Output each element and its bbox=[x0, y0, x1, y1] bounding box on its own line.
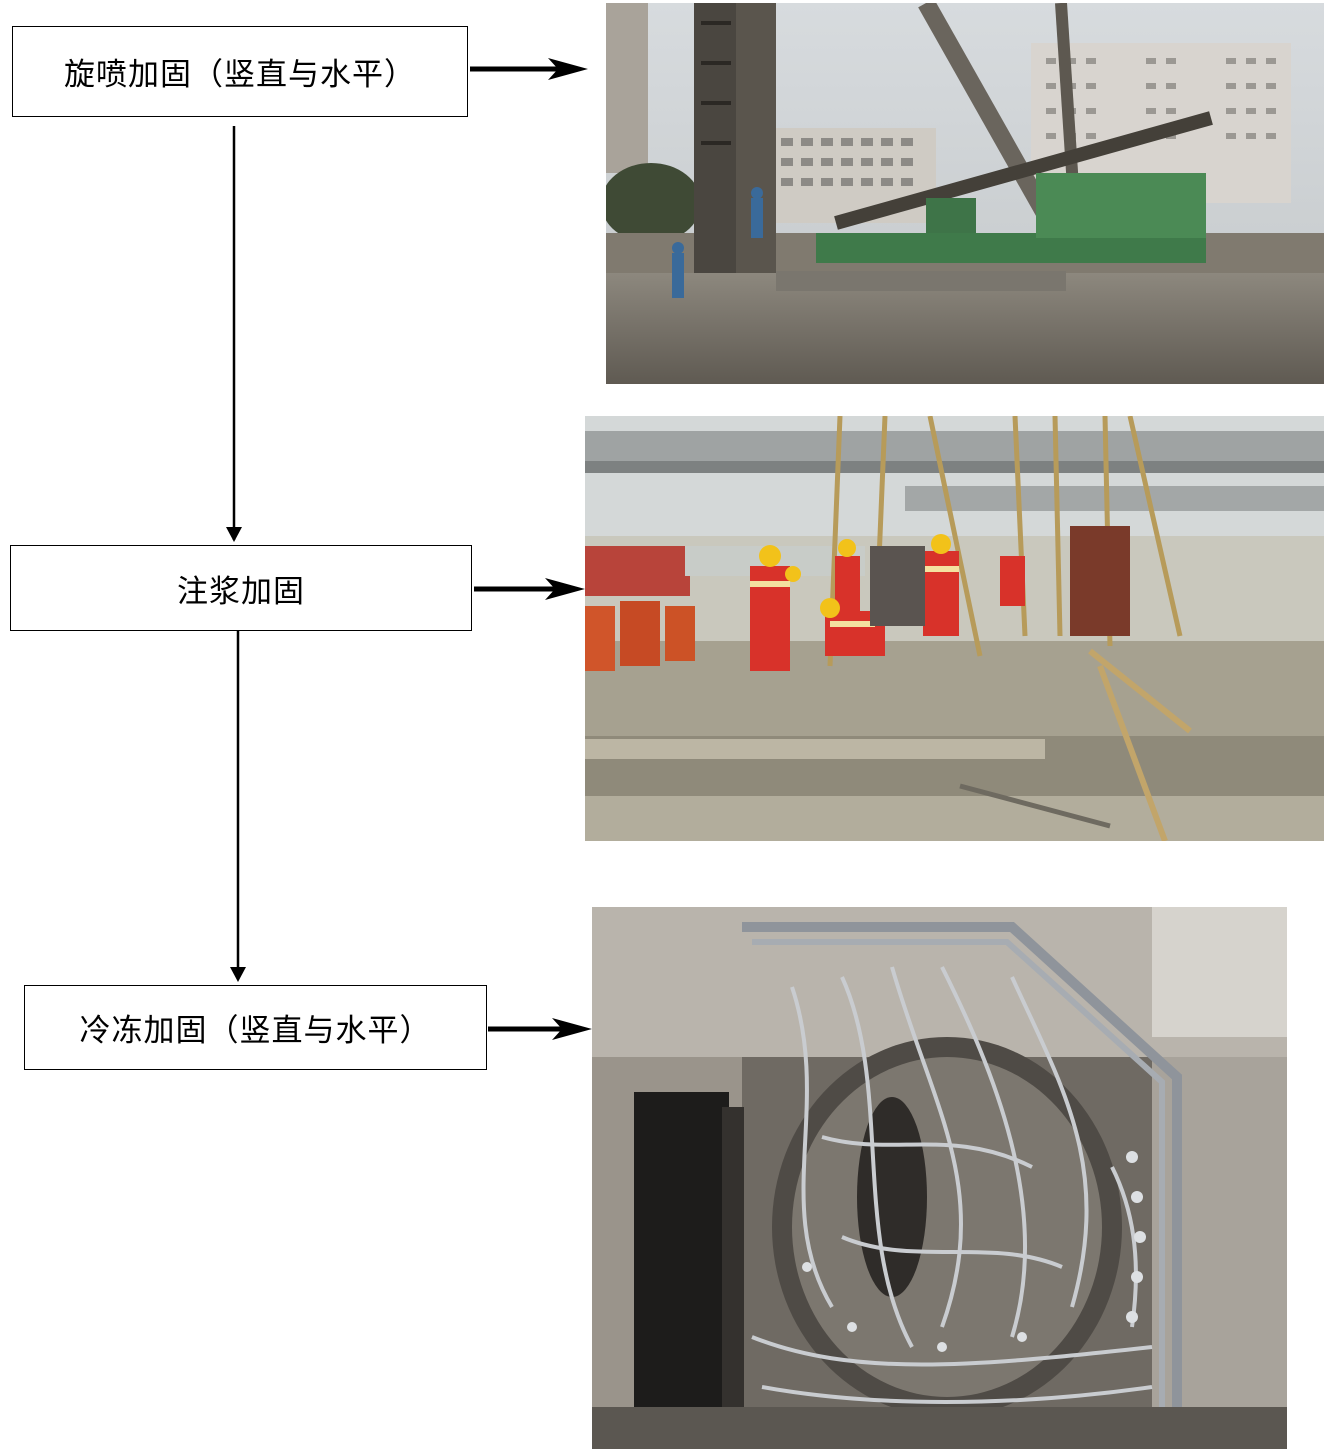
photo-freezing-tunnel bbox=[592, 907, 1287, 1449]
step-box-jet-grouting: 旋喷加固（竖直与水平） bbox=[12, 26, 468, 117]
arrow-step1-to-photo1 bbox=[470, 58, 588, 80]
photo-jet-grouting-rig bbox=[606, 3, 1324, 384]
arrowhead-down-1 bbox=[226, 527, 242, 542]
step-label-grouting: 注浆加固 bbox=[177, 573, 305, 610]
photo-grouting-crew bbox=[585, 416, 1324, 841]
step-box-freezing: 冷冻加固（竖直与水平） bbox=[24, 985, 487, 1070]
step-label-freezing: 冷冻加固（竖直与水平） bbox=[79, 1013, 432, 1049]
step-label-jet-grouting: 旋喷加固（竖直与水平） bbox=[64, 57, 416, 93]
arrowhead-down-2 bbox=[230, 967, 246, 982]
arrow-step2-to-photo2 bbox=[474, 578, 585, 600]
step-box-grouting: 注浆加固 bbox=[10, 545, 472, 631]
arrow-step3-to-photo3 bbox=[488, 1018, 592, 1040]
